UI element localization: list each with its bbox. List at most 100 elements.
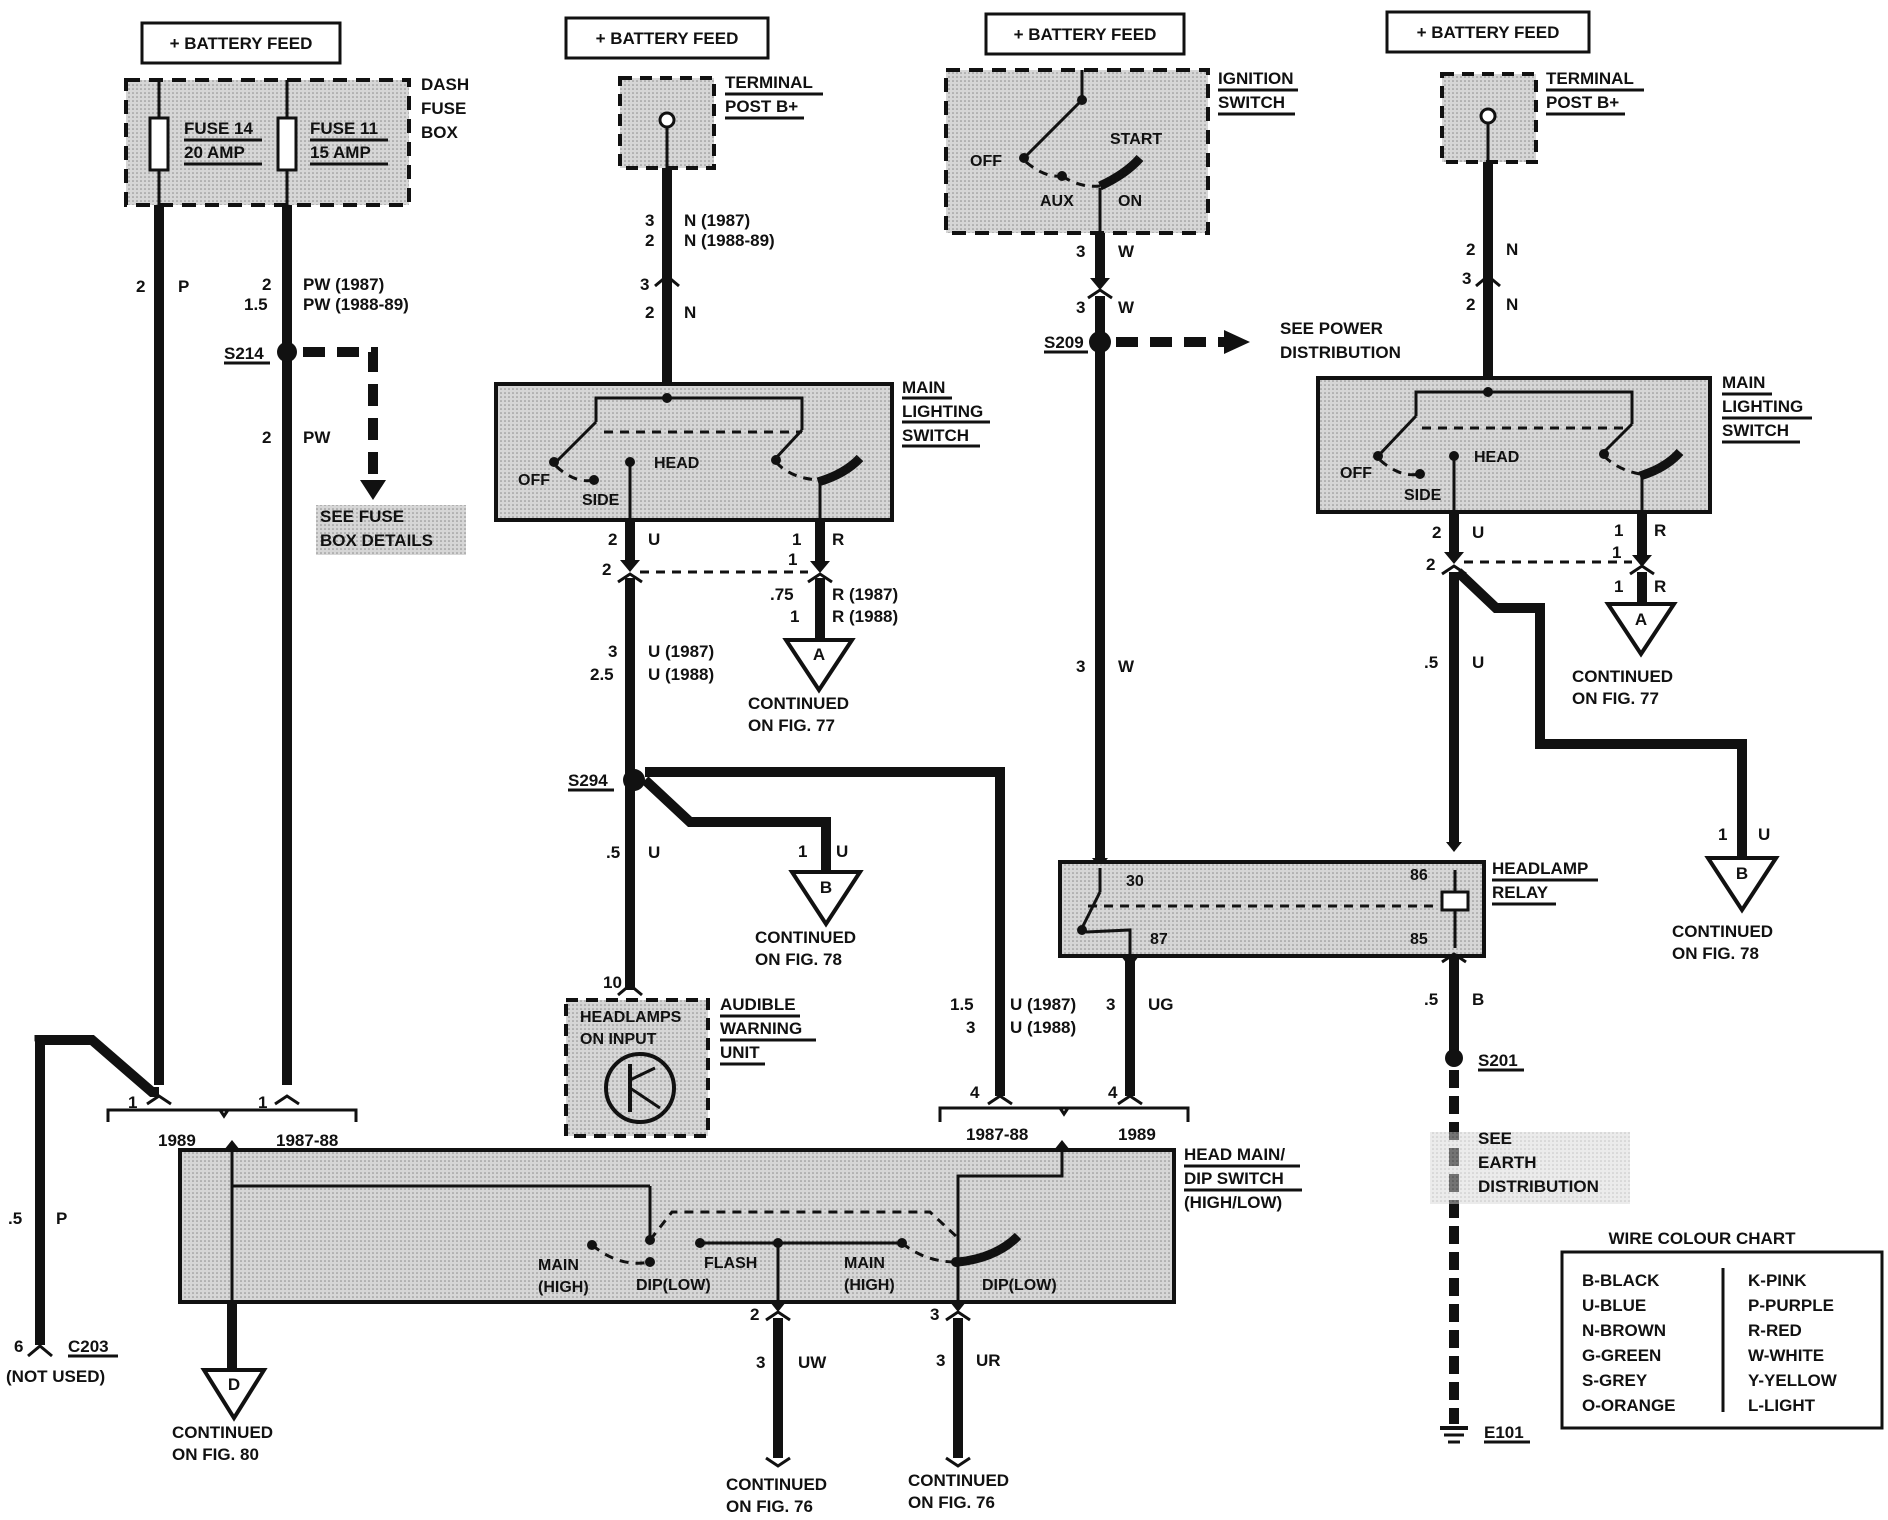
- connector-a-2: [1604, 602, 1678, 658]
- svg-text:P: P: [178, 277, 189, 296]
- wire-colour-chart-title: WIRE COLOUR CHART: [1609, 1229, 1797, 1248]
- svg-text:1: 1: [788, 550, 797, 569]
- dash-fuse-box: [124, 78, 411, 207]
- svg-text:U: U: [836, 842, 848, 861]
- svg-text:1: 1: [1614, 521, 1623, 540]
- connector-b-2: [1704, 856, 1780, 914]
- svg-text:R: R: [1654, 521, 1666, 540]
- svg-text:(NOT USED): (NOT USED): [6, 1367, 105, 1386]
- see-power-distribution: SEE POWER: [1280, 319, 1383, 338]
- svg-text:1987-88: 1987-88: [276, 1131, 338, 1150]
- svg-text:2: 2: [136, 277, 145, 296]
- svg-text:U (1987): U (1987): [648, 642, 714, 661]
- svg-text:D: D: [228, 1375, 240, 1394]
- svg-text:ON INPUT: ON INPUT: [580, 1031, 657, 1048]
- battery-feed-3-box: [984, 12, 1186, 56]
- svg-text:R: R: [1654, 577, 1666, 596]
- connector-b-1: [788, 870, 864, 928]
- svg-text:DIP(LOW): DIP(LOW): [636, 1277, 711, 1294]
- svg-text:2: 2: [645, 303, 654, 322]
- battery-feed-1-box: [140, 21, 342, 65]
- svg-text:FUSE: FUSE: [421, 99, 466, 118]
- svg-text:3: 3: [756, 1353, 765, 1372]
- svg-text:EARTH: EARTH: [1478, 1153, 1537, 1172]
- svg-text:1987-88: 1987-88: [966, 1125, 1028, 1144]
- svg-text:W: W: [1118, 242, 1135, 261]
- svg-text:10: 10: [603, 973, 622, 992]
- svg-text:1989: 1989: [1118, 1125, 1156, 1144]
- s214-label: S214: [224, 344, 264, 363]
- svg-text:U: U: [648, 843, 660, 862]
- svg-text:POST B+: POST B+: [725, 97, 798, 116]
- svg-text:2: 2: [602, 560, 611, 579]
- svg-text:R (1988): R (1988): [832, 607, 898, 626]
- svg-text:30: 30: [1126, 873, 1144, 890]
- svg-text:N: N: [684, 303, 696, 322]
- svg-text:N-BROWN: N-BROWN: [1582, 1321, 1666, 1340]
- svg-text:SWITCH: SWITCH: [1218, 93, 1285, 112]
- svg-text:RELAY: RELAY: [1492, 883, 1549, 902]
- splice-s209: [1089, 331, 1111, 353]
- svg-text:POST B+: POST B+: [1546, 93, 1619, 112]
- svg-text:2: 2: [750, 1305, 759, 1324]
- svg-text:.5: .5: [1424, 653, 1438, 672]
- splice-s214: [277, 342, 297, 362]
- svg-text:2: 2: [1466, 295, 1475, 314]
- svg-text:SIDE: SIDE: [582, 492, 620, 509]
- svg-text:2: 2: [1432, 523, 1441, 542]
- svg-text:3: 3: [930, 1305, 939, 1324]
- svg-text:MAIN: MAIN: [538, 1257, 579, 1274]
- svg-text:A: A: [813, 645, 825, 664]
- svg-text:OFF: OFF: [518, 472, 550, 489]
- svg-text:1.5: 1.5: [244, 295, 268, 314]
- svg-text:PW: PW: [303, 428, 331, 447]
- svg-text:U-BLUE: U-BLUE: [1582, 1296, 1646, 1315]
- svg-text:1: 1: [128, 1093, 137, 1112]
- svg-text:U (1987): U (1987): [1010, 995, 1076, 1014]
- svg-text:OFF: OFF: [970, 153, 1002, 170]
- audible-warning-unit: [564, 998, 710, 1138]
- wcc-left-column: B-BLACK U-BLUE N-BROWN G-GREEN S-GREY O-…: [1582, 1271, 1676, 1415]
- svg-text:2: 2: [262, 428, 271, 447]
- svg-text:.75: .75: [770, 585, 794, 604]
- svg-text:2: 2: [262, 275, 271, 294]
- svg-text:6: 6: [14, 1337, 23, 1356]
- splice-s201: [1445, 1049, 1463, 1067]
- svg-text:U: U: [1472, 653, 1484, 672]
- main-lighting-switch-2: [1316, 376, 1712, 514]
- svg-text:Y-YELLOW: Y-YELLOW: [1748, 1371, 1838, 1390]
- svg-text:87: 87: [1150, 931, 1168, 948]
- fuse-14-rating: 20 AMP: [184, 143, 245, 162]
- svg-text:DISTRIBUTION: DISTRIBUTION: [1478, 1177, 1599, 1196]
- see-earth-distribution: SEE: [1478, 1129, 1512, 1148]
- svg-text:O-ORANGE: O-ORANGE: [1582, 1396, 1676, 1415]
- svg-text:PW (1987): PW (1987): [303, 275, 384, 294]
- svg-text:UR: UR: [976, 1351, 1001, 1370]
- svg-text:UNIT: UNIT: [720, 1043, 760, 1062]
- svg-text:W: W: [1118, 298, 1135, 317]
- svg-text:MAIN: MAIN: [844, 1255, 885, 1272]
- svg-text:ON: ON: [1118, 193, 1142, 210]
- svg-text:1.5: 1.5: [950, 995, 974, 1014]
- svg-text:ON FIG. 80: ON FIG. 80: [172, 1445, 259, 1464]
- svg-text:3: 3: [936, 1351, 945, 1370]
- svg-text:(HIGH/LOW): (HIGH/LOW): [1184, 1193, 1282, 1212]
- svg-text:S-GREY: S-GREY: [1582, 1371, 1648, 1390]
- e101-label: E101: [1484, 1423, 1524, 1442]
- continued-fig78-1: CONTINUED: [755, 928, 856, 947]
- svg-text:ON FIG. 76: ON FIG. 76: [726, 1497, 813, 1516]
- svg-text:2: 2: [1466, 240, 1475, 259]
- svg-text:PW (1988-89): PW (1988-89): [303, 295, 409, 314]
- head-main-dip-switch: [178, 1148, 1176, 1304]
- svg-text:(HIGH): (HIGH): [538, 1279, 589, 1296]
- continued-fig78-2: CONTINUED: [1672, 922, 1773, 941]
- svg-text:ON FIG. 78: ON FIG. 78: [755, 950, 842, 969]
- svg-text:LIGHTING: LIGHTING: [902, 402, 983, 421]
- wire-u-to-dip: [645, 767, 1005, 1096]
- svg-text:SWITCH: SWITCH: [1722, 421, 1789, 440]
- svg-text:3: 3: [966, 1018, 975, 1037]
- headlamp-relay-label: HEADLAMP: [1492, 859, 1588, 878]
- svg-text:.5: .5: [8, 1209, 22, 1228]
- svg-text:START: START: [1110, 131, 1162, 148]
- svg-text:SWITCH: SWITCH: [902, 426, 969, 445]
